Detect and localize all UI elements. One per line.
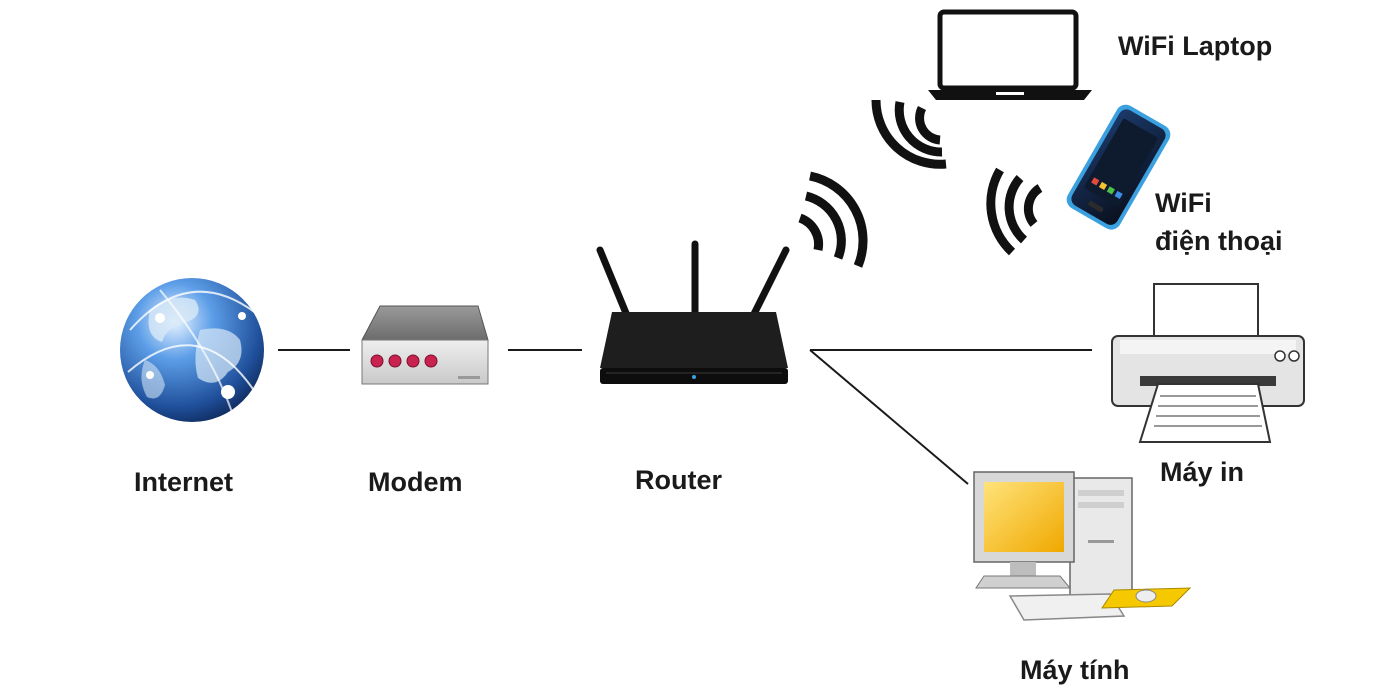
router-wifi-waves-icon	[798, 171, 868, 268]
link-router-pc	[809, 349, 969, 485]
desktop-computer-icon	[973, 471, 1192, 621]
phone-label-line2: điện thoại	[1155, 226, 1283, 256]
connection-lines	[278, 349, 1092, 485]
phone-icon	[1066, 104, 1171, 230]
laptop-label: WiFi Laptop	[1118, 31, 1273, 61]
phone-label-line1: WiFi	[1155, 188, 1212, 218]
router-label: Router	[635, 465, 722, 495]
computer-label: Máy tính	[1020, 655, 1130, 685]
laptop-icon	[928, 9, 1092, 100]
phone-wifi-waves-icon	[986, 167, 1043, 256]
printer-icon	[1111, 283, 1305, 443]
modem-icon	[361, 305, 489, 385]
internet-label: Internet	[134, 467, 234, 497]
globe-icon	[120, 278, 264, 422]
phone-label: WiFi điện thoại	[1155, 184, 1283, 260]
printer-label: Máy in	[1160, 457, 1245, 487]
modem-label: Modem	[368, 467, 463, 497]
router-icon	[596, 240, 790, 384]
laptop-wifi-waves-icon	[871, 99, 947, 169]
